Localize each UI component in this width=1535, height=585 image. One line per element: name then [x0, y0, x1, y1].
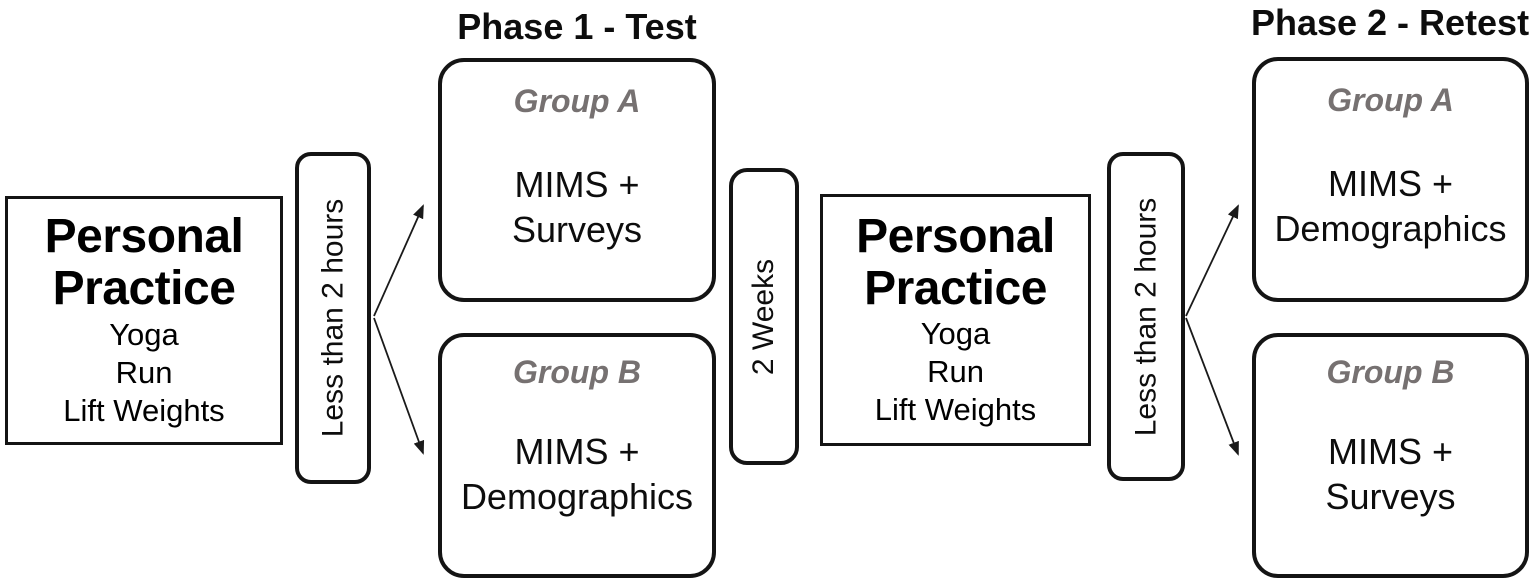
group-a-content: MIMS + Demographics: [1274, 161, 1506, 251]
group-b-box-phase1: Group B MIMS + Demographics: [438, 333, 716, 578]
group-a-content-line2: Demographics: [1274, 208, 1507, 250]
practice-item-lift-weights: Lift Weights: [874, 392, 1037, 428]
interval-box: 2 Weeks: [729, 168, 799, 465]
arrow-to-group-a-phase2-icon: [1185, 204, 1239, 317]
practice-item-run: Run: [115, 354, 173, 390]
practice-item-yoga: Yoga: [920, 316, 991, 352]
group-a-content-line1: MIMS +: [1327, 163, 1453, 205]
arrow-to-group-b-phase1-icon: [373, 317, 425, 455]
group-b-content-line2: Demographics: [460, 476, 694, 518]
gate-label-phase1: Less than 2 hours: [316, 198, 349, 438]
phase2-title: Phase 2 - Retest: [1250, 2, 1530, 43]
personal-practice-box-phase1: Personal Practice Yoga Run Lift Weights: [5, 196, 283, 445]
group-b-label: Group B: [1326, 354, 1455, 390]
personal-practice-title: Personal Practice: [856, 209, 1055, 315]
group-a-content-line1: MIMS +: [514, 164, 640, 206]
arrow-to-group-a-phase1-icon: [373, 204, 424, 317]
practice-item-run: Run: [927, 354, 984, 390]
group-a-label: Group A: [513, 83, 641, 119]
gate-label-phase2: Less than 2 hours: [1129, 197, 1162, 436]
personal-practice-title: Personal Practice: [44, 210, 244, 316]
practice-item-yoga: Yoga: [109, 316, 179, 352]
group-b-box-phase2: Group B MIMS + Surveys: [1252, 333, 1529, 578]
group-a-label: Group A: [1327, 82, 1454, 118]
personal-practice-box-phase2: Personal Practice Yoga Run Lift Weights: [820, 194, 1091, 446]
group-b-content-line1: MIMS +: [514, 431, 640, 473]
group-a-box-phase1: Group A MIMS + Surveys: [438, 58, 716, 302]
group-b-label: Group B: [513, 354, 641, 390]
group-a-content-line2: Surveys: [511, 209, 643, 251]
gate-box-phase1: Less than 2 hours: [295, 152, 371, 484]
interval-label: 2 Weeks: [747, 258, 781, 375]
practice-item-lift-weights: Lift Weights: [63, 392, 225, 428]
arrow-to-group-b-phase2-icon: [1185, 317, 1239, 456]
group-a-content: MIMS + Surveys: [512, 162, 642, 252]
group-b-content-line2: Surveys: [1325, 476, 1456, 518]
group-a-box-phase2: Group A MIMS + Demographics: [1252, 57, 1529, 302]
gate-box-phase2: Less than 2 hours: [1107, 152, 1185, 481]
group-b-content-line1: MIMS +: [1327, 431, 1453, 473]
group-b-content: MIMS + Surveys: [1325, 429, 1455, 519]
group-b-content: MIMS + Demographics: [461, 429, 693, 519]
phase1-title: Phase 1 - Test: [457, 6, 697, 47]
